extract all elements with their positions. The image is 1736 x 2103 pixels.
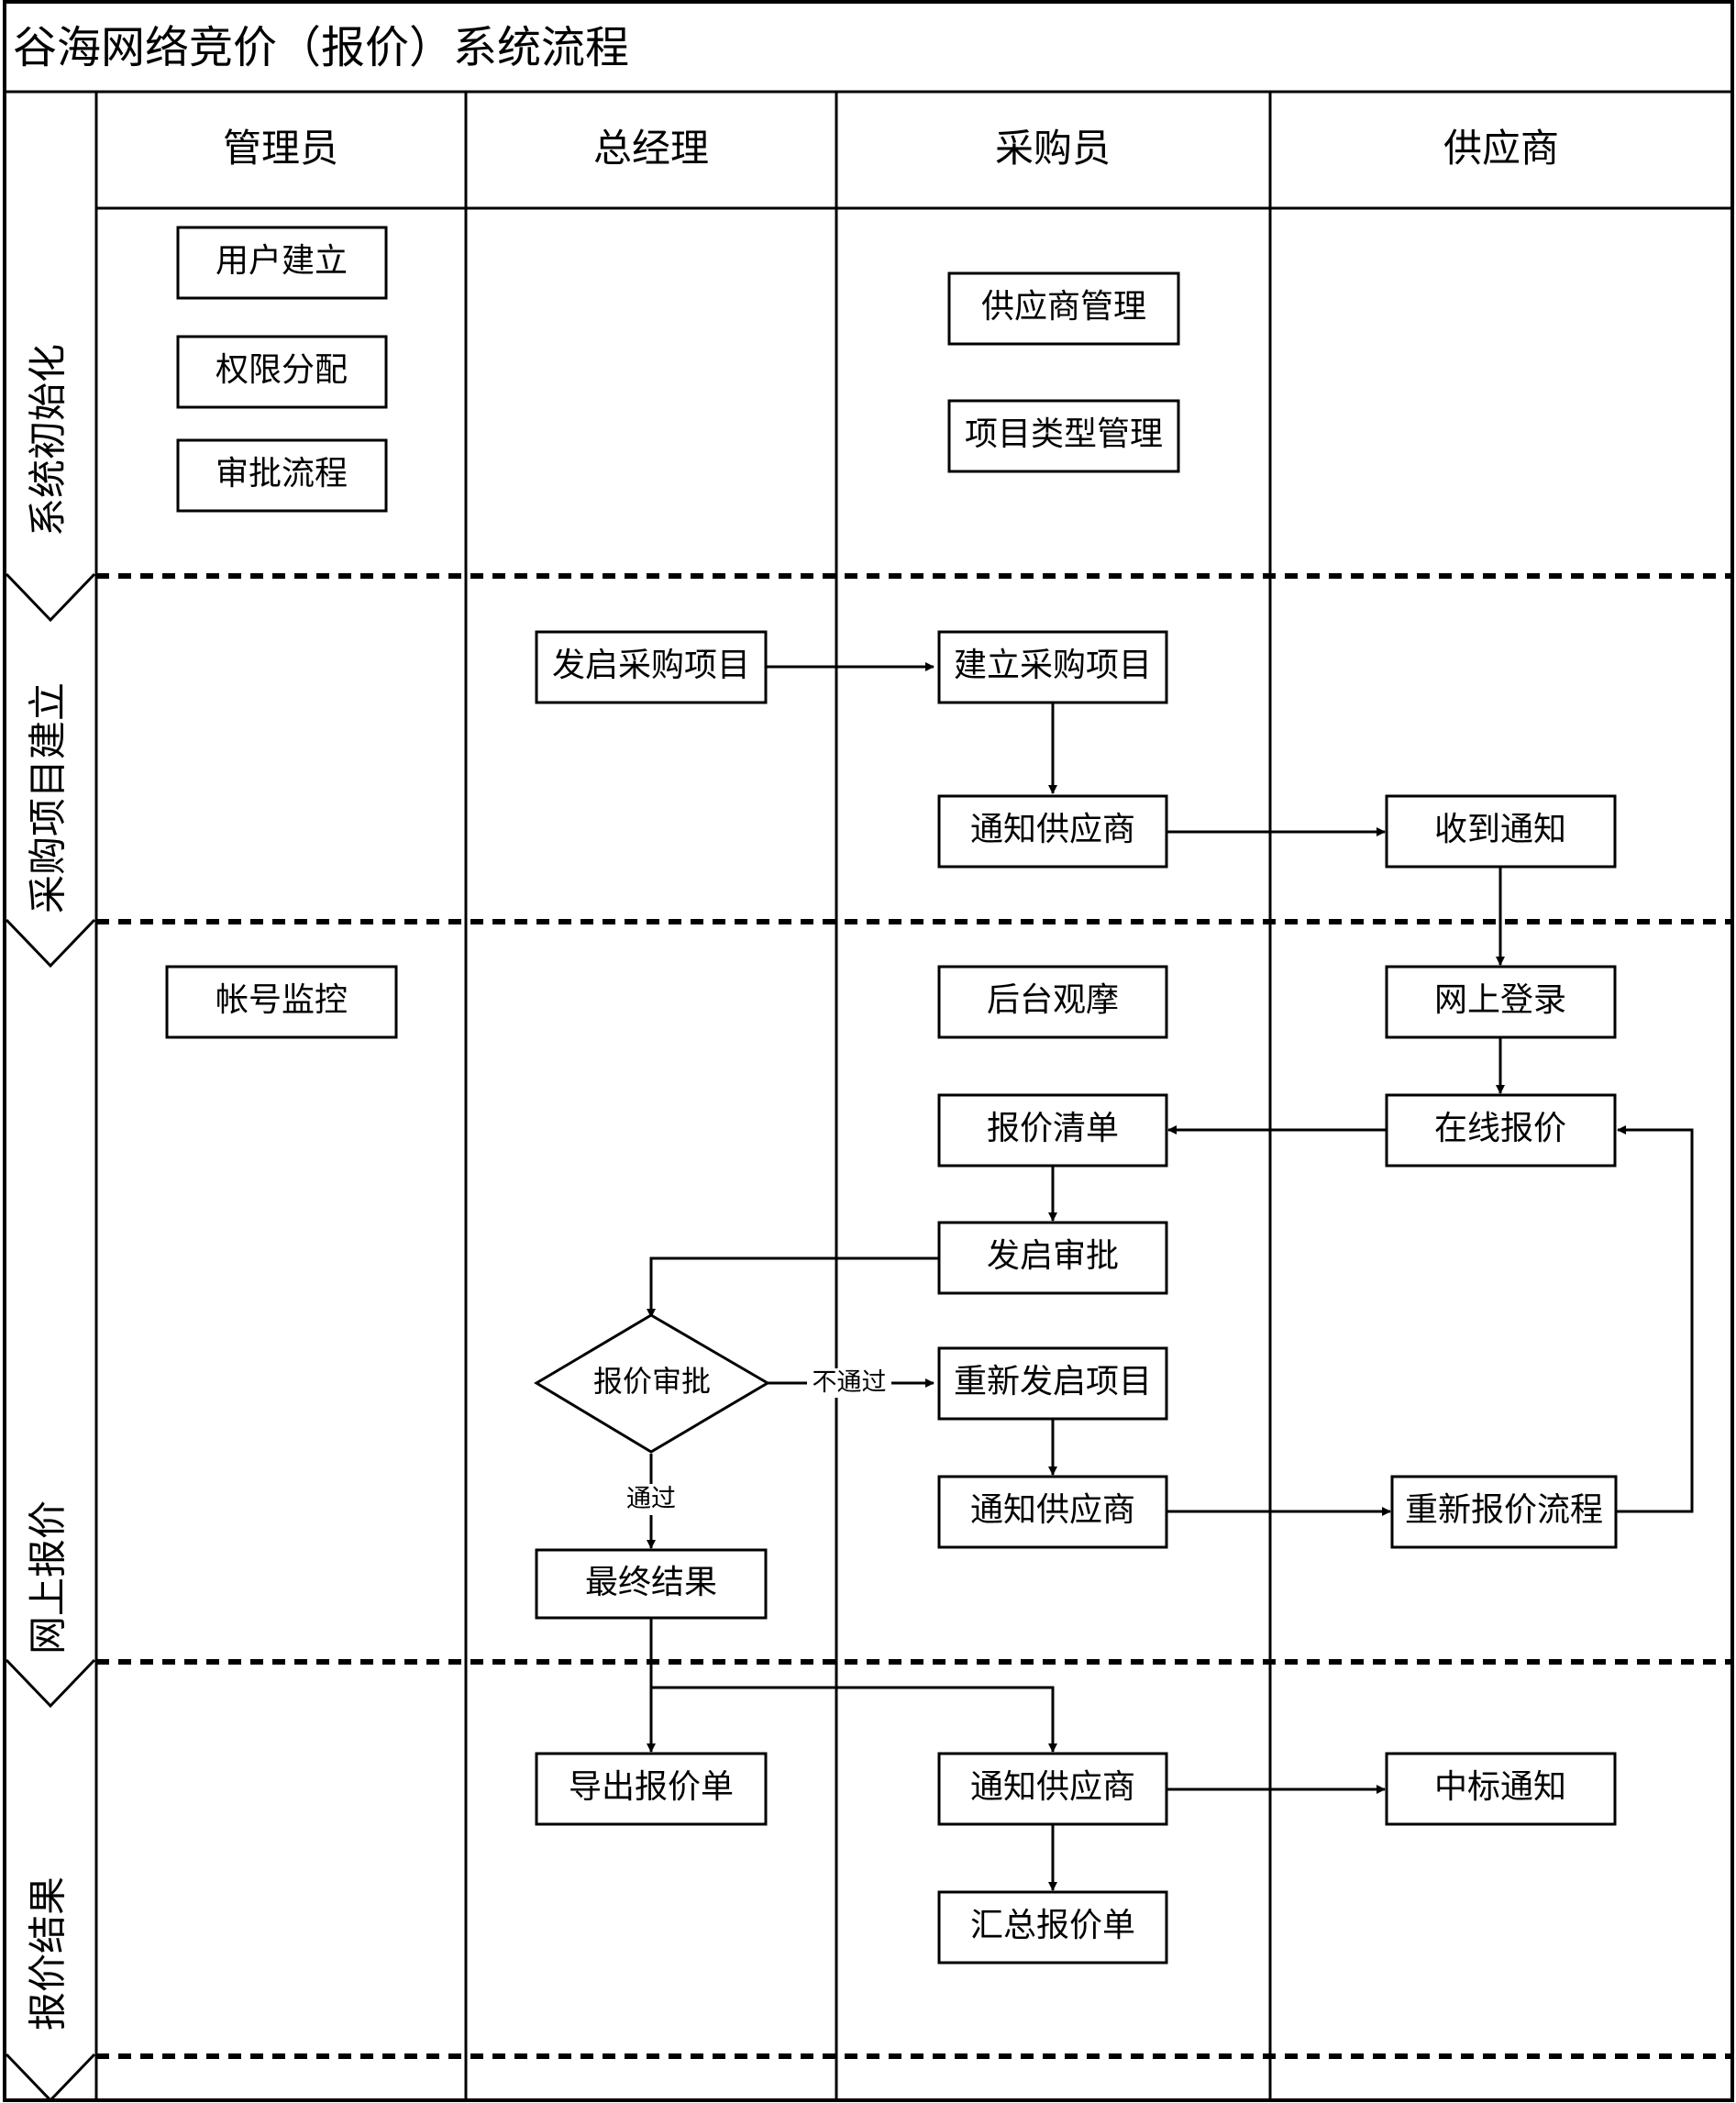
- node-summary-quote: 汇总报价单: [937, 1890, 1168, 1965]
- node-online-login: 网上登录: [1385, 965, 1617, 1039]
- node-label: 用户建立: [216, 242, 348, 280]
- node-notify-supplier-2: 通知供应商: [937, 1475, 1168, 1549]
- edge-label-bg: [807, 1368, 891, 1398]
- node-label: 最终结果: [585, 1564, 717, 1601]
- node-label: 在线报价: [1434, 1110, 1566, 1147]
- node-label: 重新报价流程: [1405, 1491, 1603, 1529]
- lane-header-admin: 管理员: [223, 126, 338, 171]
- node-label: 汇总报价单: [970, 1907, 1135, 1944]
- node-start-purchase: 发启采购项目: [535, 630, 768, 704]
- node-label: 网上登录: [1434, 981, 1566, 1019]
- node-supplier-mgmt: 供应商管理: [947, 271, 1180, 346]
- node-label: 收到通知: [1434, 811, 1566, 848]
- phase-chevron: [5, 918, 96, 968]
- edge-label-pass: 通过: [626, 1485, 676, 1513]
- node-label: 通知供应商: [970, 1768, 1135, 1806]
- node-online-quote: 在线报价: [1385, 1093, 1617, 1168]
- node-account-monitor: 帐号监控: [165, 965, 398, 1039]
- phase-label-project: 采购项目建立: [26, 682, 71, 913]
- node-export-quote: 导出报价单: [535, 1752, 768, 1826]
- node-label: 重新发启项目: [954, 1363, 1152, 1400]
- node-label: 报价清单: [987, 1110, 1119, 1147]
- node-receive-notice: 收到通知: [1385, 794, 1617, 869]
- lane-header-gm: 总经理: [593, 126, 709, 171]
- page-title: 谷海网络竞价（报价）系统流程: [13, 22, 629, 73]
- node-final-result: 最终结果: [535, 1548, 768, 1620]
- edge-approval-to-decision: [647, 1256, 939, 1318]
- node-label: 建立采购项目: [954, 647, 1152, 684]
- lane-header-buyer: 采购员: [995, 126, 1111, 171]
- node-label: 通知供应商: [970, 1491, 1135, 1529]
- node-requote-flow: 重新报价流程: [1390, 1475, 1618, 1549]
- node-perm-assign: 权限分配: [176, 335, 388, 409]
- phase-label-init: 系统初始化: [26, 344, 71, 537]
- node-backend-observe: 后台观摩: [937, 965, 1168, 1039]
- node-label: 权限分配: [216, 351, 348, 389]
- phase-chevron: [5, 572, 96, 623]
- node-label: 中标通知: [1434, 1768, 1566, 1806]
- phase-label-online-quote: 网上报价: [26, 1500, 71, 1655]
- lane-header-supplier: 供应商: [1443, 126, 1559, 171]
- edge-requote-loop: [1616, 1125, 1694, 1513]
- node-label: 供应商管理: [981, 288, 1146, 326]
- node-notify-supplier-1: 通知供应商: [937, 794, 1168, 869]
- node-notify-supplier-3: 通知供应商: [937, 1752, 1168, 1826]
- phase-chevron: [5, 1658, 96, 1709]
- decision-quote-approval: 报价审批: [534, 1313, 770, 1454]
- node-build-purchase: 建立采购项目: [937, 630, 1168, 704]
- node-award-notice: 中标通知: [1385, 1752, 1617, 1826]
- phase-label-result: 报价结果: [26, 1876, 71, 2031]
- node-label: 审批流程: [216, 455, 348, 493]
- node-label: 导出报价单: [569, 1768, 734, 1806]
- node-label: 通知供应商: [970, 811, 1135, 848]
- node-quote-list: 报价清单: [937, 1093, 1168, 1168]
- node-label: 项目类型管理: [965, 415, 1163, 453]
- edge-label-bg: [616, 1484, 686, 1515]
- node-restart-project: 重新发启项目: [937, 1346, 1168, 1421]
- phase-chevron: [5, 2053, 96, 2103]
- node-user-create: 用户建立: [176, 226, 388, 300]
- node-label: 后台观摩: [987, 981, 1119, 1019]
- node-project-type-mgmt: 项目类型管理: [947, 399, 1180, 473]
- node-label: 发启审批: [987, 1237, 1119, 1275]
- node-label: 发启采购项目: [552, 647, 750, 684]
- node-approval-flow: 审批流程: [176, 438, 388, 513]
- node-start-approval: 发启审批: [937, 1221, 1168, 1295]
- decision-label: 报价审批: [593, 1364, 711, 1399]
- edge-result-to-notify: [651, 1686, 1057, 1753]
- diagram-frame: [3, 0, 1734, 2102]
- edge-label-reject: 不通过: [813, 1368, 887, 1397]
- node-label: 帐号监控: [216, 981, 348, 1019]
